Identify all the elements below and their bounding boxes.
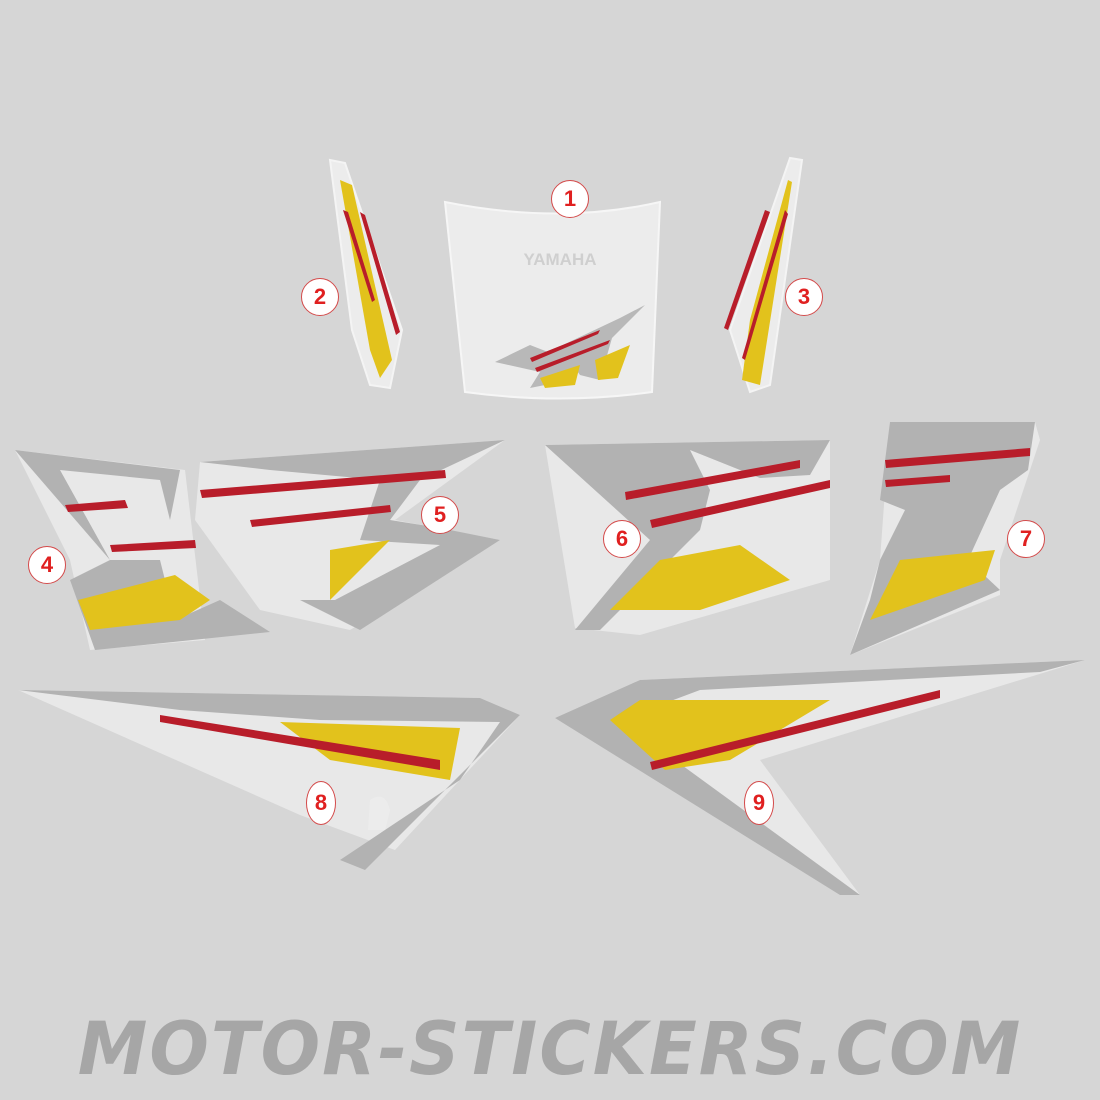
part-number: 3 — [797, 284, 811, 309]
part-label-7: 7 — [1007, 520, 1045, 558]
sticker-8-side-left — [18, 690, 520, 870]
part-number: 8 — [314, 790, 328, 815]
part-number: 5 — [433, 502, 447, 527]
yamaha-logo-text: YAMAHA — [523, 250, 596, 269]
sticker-2-left-fork — [328, 158, 404, 390]
part-number: 9 — [752, 790, 766, 815]
sticker-6-tank-right-front — [545, 440, 830, 635]
part-label-8: 8 — [306, 781, 336, 825]
sticker-4-tank-left-front — [15, 450, 270, 650]
part-number: 2 — [313, 284, 327, 309]
sticker-1-front-panel: YAMAHA — [443, 200, 662, 400]
part-label-6: 6 — [603, 520, 641, 558]
part-label-2: 2 — [301, 278, 339, 316]
sticker-7-tank-right-rear — [850, 422, 1040, 655]
sticker-9-side-right — [555, 660, 1085, 895]
part-label-1: 1 — [551, 180, 589, 218]
part-number: 4 — [40, 552, 54, 577]
part-number: 7 — [1019, 526, 1033, 551]
part-label-9: 9 — [744, 781, 774, 825]
part-label-3: 3 — [785, 278, 823, 316]
sticker-5-tank-left-rear — [195, 440, 505, 630]
watermark-text: MOTOR-STICKERS.COM — [77, 1005, 1023, 1093]
part-number: 6 — [615, 526, 629, 551]
sticker-3-right-fork — [724, 156, 804, 394]
part-label-5: 5 — [421, 496, 459, 534]
part-label-4: 4 — [28, 546, 66, 584]
part-number: 1 — [563, 186, 577, 211]
